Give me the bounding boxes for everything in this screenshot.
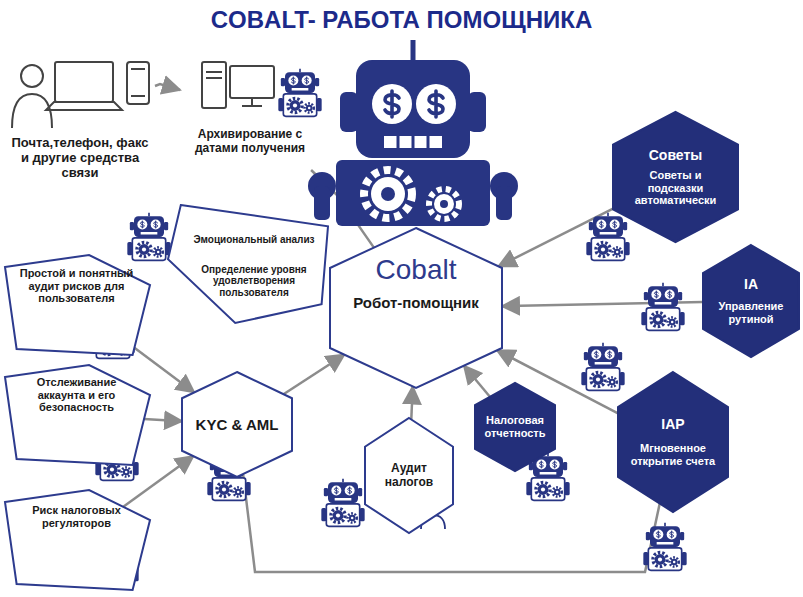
node-text-area: Налоговая отчетность xyxy=(475,383,555,471)
node-text-area: Архивирование с датами получения xyxy=(180,52,320,170)
node-heading: Советы xyxy=(649,147,703,163)
node-body: Управление рутиной xyxy=(709,300,793,325)
node-heading: IA xyxy=(744,276,758,292)
node-heading: Налоговая отчетность xyxy=(479,414,551,439)
node-text-area: KYC & AML xyxy=(182,372,292,477)
shape-node: KYC & AML xyxy=(182,372,292,477)
connector-arrow xyxy=(144,419,182,421)
node-heading: Почта,телефон, факс и другие средства св… xyxy=(7,136,153,181)
node-text-area: Аудит налогов xyxy=(365,418,453,533)
label-node: Почта,телефон, факс и другие средства св… xyxy=(5,52,155,180)
node-text-area: CobaltРобот-помощник xyxy=(330,228,502,388)
label-node: Архивирование с датами получения xyxy=(180,52,320,170)
node-heading: Аудит налогов xyxy=(371,462,447,490)
node-body: Советы и подсказки автоматически xyxy=(621,169,730,207)
node-text-area: Почта,телефон, факс и другие средства св… xyxy=(5,52,155,180)
node-text-area: IAP Мгновенное открытие счета xyxy=(618,372,728,512)
shape-node: Риск налоговых регуляторов xyxy=(5,490,150,590)
connector-arrow xyxy=(464,366,490,397)
person-laptop-icon xyxy=(12,62,122,128)
shape-node: Налоговая отчетность xyxy=(475,383,555,471)
diagram-title: COBALT- РАБОТА ПОМОЩНИКА xyxy=(0,6,803,34)
node-body: Мгновенное открытие счета xyxy=(624,442,722,467)
node-heading: Архивирование с датами получения xyxy=(182,128,318,156)
computer-icon xyxy=(202,62,274,108)
shape-node: IAP Мгновенное открытие счета xyxy=(618,372,728,512)
node-text-area: IA Управление рутиной xyxy=(703,245,799,357)
big-robot-illustration xyxy=(308,40,518,226)
node-heading: Эмоциональный анализ xyxy=(193,234,314,246)
node-heading: KYC & AML xyxy=(196,416,279,433)
node-text-area: Простой и понятный аудит рисков для поль… xyxy=(5,255,150,355)
node-body: Определение уровня удовлетворения пользо… xyxy=(192,264,316,299)
connector-arrow xyxy=(134,348,194,393)
phone-icon xyxy=(127,62,149,104)
shape-node: IA Управление рутиной xyxy=(703,245,799,357)
node-text-area: Риск налоговых регуляторов xyxy=(5,490,150,590)
shape-node: Аудит налогов xyxy=(365,418,453,533)
shape-node: CobaltРобот-помощник xyxy=(330,228,502,388)
shape-node: Простой и понятный аудит рисков для поль… xyxy=(5,255,150,355)
node-outline xyxy=(618,372,728,512)
node-heading: Простой и понятный аудит рисков для поль… xyxy=(15,267,138,305)
shape-node: СоветыСоветы и подсказки автоматически xyxy=(613,112,738,242)
node-text-area: Отслеживание аккаунта и его безопасность xyxy=(5,365,150,465)
robot-icons xyxy=(91,69,686,587)
node-heading: Риск налоговых регуляторов xyxy=(15,504,138,529)
node-heading: Отслеживание аккаунта и его безопасность xyxy=(15,376,138,414)
connector-arrow xyxy=(411,387,412,420)
node-heading: IAP xyxy=(661,416,684,432)
node-heading: Cobalt xyxy=(376,254,457,286)
shape-node: Отслеживание аккаунта и его безопасность xyxy=(5,365,150,465)
node-text-area: Эмоциональный анализОпределение уровня у… xyxy=(168,205,328,323)
connector-arrow xyxy=(284,355,345,395)
node-body: Робот-помощник xyxy=(353,294,479,311)
node-text-area: СоветыСоветы и подсказки автоматически xyxy=(613,112,738,242)
connector-arrow xyxy=(155,84,180,90)
shape-node: Эмоциональный анализОпределение уровня у… xyxy=(168,205,328,323)
